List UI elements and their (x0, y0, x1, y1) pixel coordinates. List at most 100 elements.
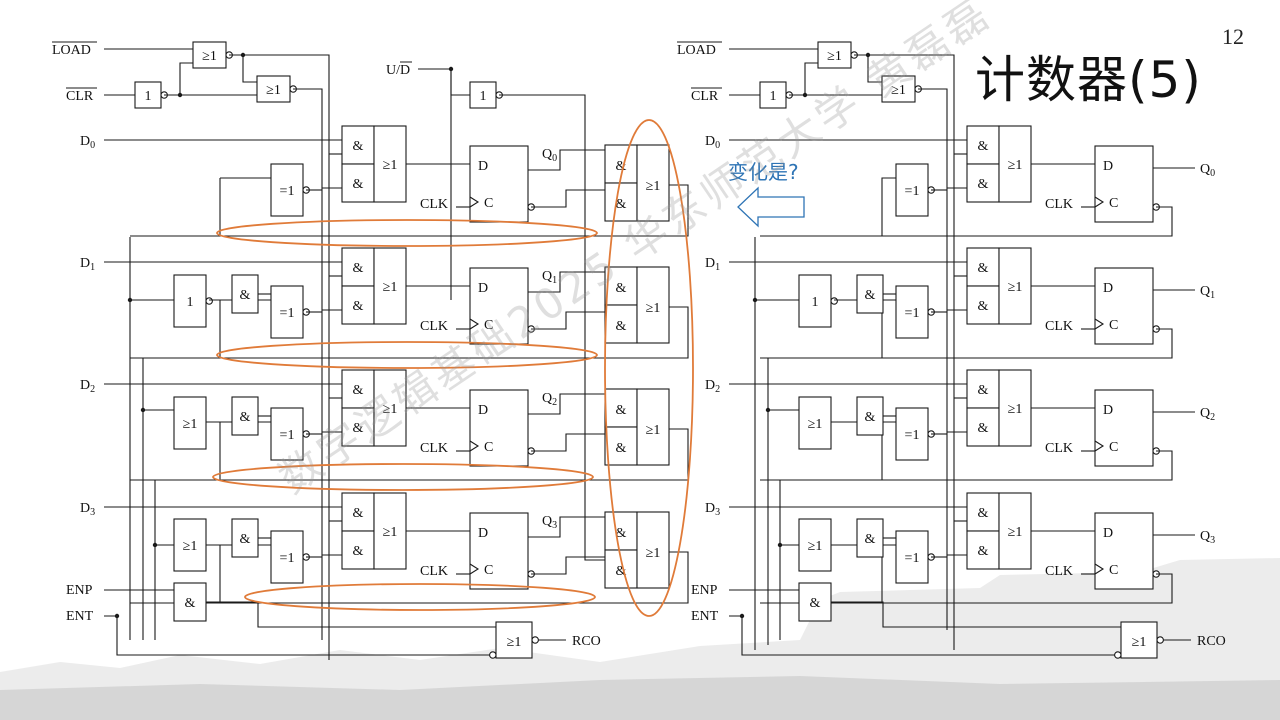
r-load-nor-gate (817, 41, 852, 69)
r-bit3-xor-gate-label: =1 (905, 551, 920, 566)
load-nor-gate (192, 41, 227, 69)
bit3-mux-and-top-label: & (353, 506, 364, 521)
bit0-xor-gate-label: =1 (280, 184, 295, 199)
junction-dot (114, 613, 120, 619)
wire (130, 306, 689, 359)
wire (918, 88, 948, 630)
highlight-ellipse-row-0 (216, 219, 598, 247)
r-clr-nor-gate-label: ≥1 (891, 83, 906, 98)
bit3-flipflop-clock-mark (469, 563, 480, 575)
r-bit1-not-gate (798, 274, 832, 328)
r-bit2-or-gate-label: ≥1 (808, 417, 823, 432)
slide-title: 计数器(5) (975, 51, 1202, 109)
r-bit3-flipflop (1094, 512, 1154, 590)
r-bit2-d-label: D2 (705, 378, 720, 395)
r-bit2-and-gate-label: & (865, 410, 876, 425)
page-number: 12 (1222, 24, 1244, 49)
bit0-mux-or-label: ≥1 (383, 158, 398, 173)
bit0-mux-and-top-label: & (353, 139, 364, 154)
highlight-ellipse-row-1 (216, 341, 598, 369)
r-bit1-q-label: Q1 (1200, 284, 1215, 301)
highlight-ellipse-gates (604, 119, 694, 617)
r-bit3-flipflop-clock-mark (1094, 563, 1105, 575)
bit2-dir-and-bottom-label: & (616, 441, 627, 456)
bit0-mux-or (373, 125, 407, 203)
bit0-dir-or-label: ≥1 (646, 179, 661, 194)
r-enable-and-gate-label: & (810, 596, 821, 611)
r-bit1-flipflop (1094, 267, 1154, 345)
bit2-dir-and-bottom (604, 426, 638, 466)
wire (831, 601, 1121, 628)
r-bit3-mux-and-top (966, 492, 1000, 532)
wire (804, 62, 818, 95)
bit3-mux-and-bottom-label: & (353, 544, 364, 559)
bit1-flipflop (469, 267, 529, 345)
bit2-and-gate-label: & (240, 410, 251, 425)
bit0-dir-and-bottom (604, 182, 638, 222)
r-bit1-flipflop-clock-mark (1094, 318, 1105, 330)
bit1-mux-and-bottom-label: & (353, 299, 364, 314)
bit1-flipflop-d-label: D (478, 281, 488, 296)
r-bit3-mux-and-top-label: & (978, 506, 989, 521)
bit0-d-label: D0 (80, 134, 95, 151)
enp-label: ENP (66, 583, 93, 598)
r-bit0-mux-or (998, 125, 1032, 203)
ud-not-gate-label: 1 (480, 89, 487, 104)
wire (418, 68, 452, 300)
wire (104, 615, 496, 656)
r-clr-not-gate (759, 81, 787, 109)
bit3-and-gate-label: & (240, 532, 251, 547)
bit2-mux-and-bottom-label: & (353, 421, 364, 436)
r-bit0-q-label: Q0 (1200, 162, 1215, 179)
bit2-flipflop-d-label: D (478, 403, 488, 418)
r-bit1-and-gate (856, 274, 884, 314)
wire (528, 271, 605, 293)
r-bit3-q-label: Q3 (1200, 529, 1215, 546)
clr-nor-gate-label: ≥1 (266, 83, 281, 98)
r-bit0-mux-or-label: ≥1 (1008, 158, 1023, 173)
bit2-d-label: D2 (80, 378, 95, 395)
wire (242, 55, 257, 83)
bit1-dir-and-top-label: & (616, 281, 627, 296)
bit1-mux-and-bottom (341, 285, 375, 325)
bit0-q-label: Q0 (542, 147, 557, 164)
r-bit2-clk-label: CLK (1045, 441, 1073, 456)
r-bit2-flipflop-c-label: C (1109, 440, 1118, 455)
bit0-dir-and-bottom-label: & (616, 197, 627, 212)
bit0-dir-or (636, 144, 670, 222)
bit0-flipflop-d-label: D (478, 159, 488, 174)
r-bit2-mux-and-top-label: & (978, 383, 989, 398)
bit3-d-label: D3 (80, 501, 95, 518)
r-bit1-mux-and-top (966, 247, 1000, 287)
inversion-bubble (830, 297, 838, 305)
bit1-mux-or (373, 247, 407, 325)
inversion-bubble (531, 636, 539, 644)
up-down-label: U/D (386, 63, 410, 78)
wire (229, 54, 330, 660)
bit3-q-label: Q3 (542, 514, 557, 531)
bit2-flipflop (469, 389, 529, 467)
wire (760, 206, 1173, 237)
wire (531, 311, 605, 330)
r-bit1-mux-or (998, 247, 1032, 325)
wire (130, 428, 689, 481)
r-bit0-mux-and-bottom (966, 163, 1000, 203)
bit2-and-gate (231, 396, 259, 436)
bit1-mux-or-label: ≥1 (383, 280, 398, 295)
wire (760, 573, 1173, 604)
bit2-or-gate-label: ≥1 (183, 417, 198, 432)
bit3-or-gate-label: ≥1 (183, 539, 198, 554)
clr-label: CLR (66, 89, 94, 104)
arrow-left-icon (737, 186, 805, 228)
r-bit2-q-label: Q2 (1200, 406, 1215, 423)
wire (499, 94, 605, 561)
bit3-dir-and-top-label: & (616, 526, 627, 541)
r-bit3-mux-and-bottom (966, 530, 1000, 570)
r-rco-label: RCO (1197, 634, 1226, 649)
r-bit2-mux-and-bottom (966, 407, 1000, 447)
r-bit1-mux-or-label: ≥1 (1008, 280, 1023, 295)
r-clr-not-gate-label: 1 (770, 89, 777, 104)
inversion-bubble (489, 651, 497, 659)
bit2-q-label: Q2 (542, 391, 557, 408)
enable-and-gate (173, 582, 207, 622)
